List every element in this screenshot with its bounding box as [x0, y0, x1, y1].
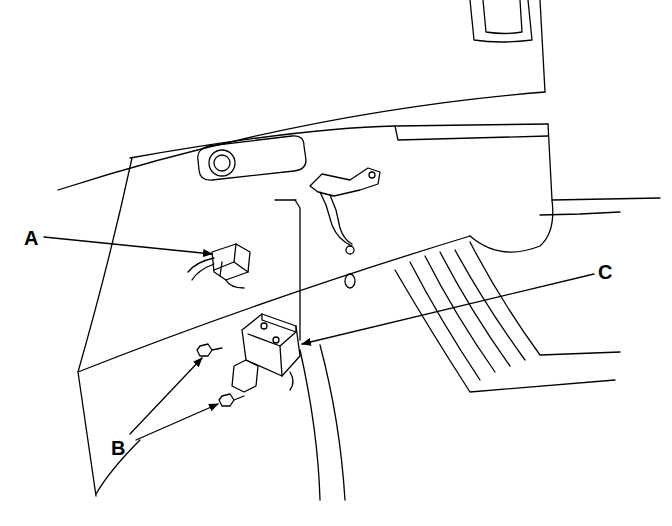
- callout-letter: C: [598, 262, 612, 282]
- callout-letter: B: [111, 438, 125, 458]
- callout-letter: A: [24, 228, 38, 248]
